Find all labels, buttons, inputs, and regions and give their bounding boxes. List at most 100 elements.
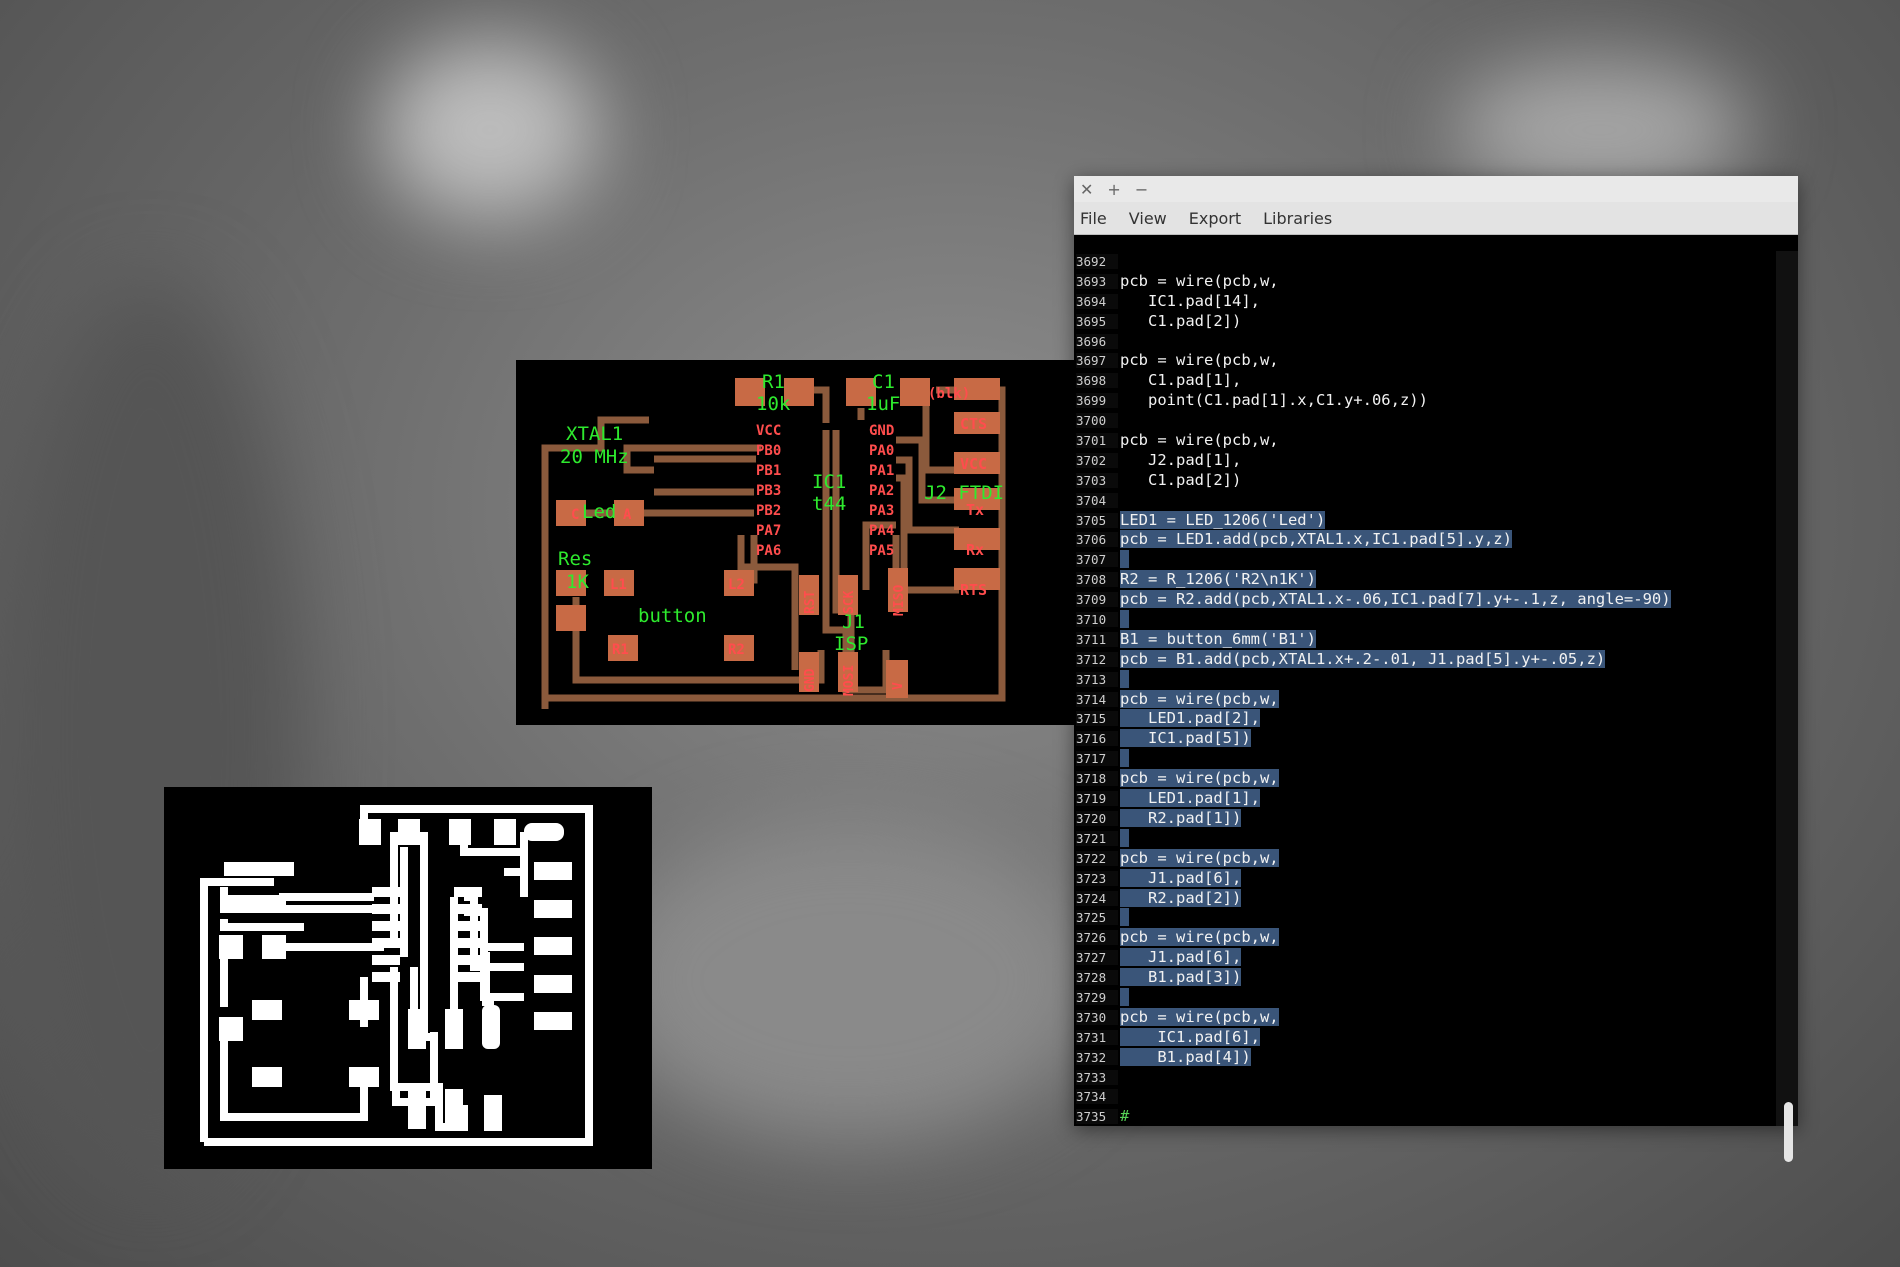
pads xyxy=(556,378,1000,698)
code-line[interactable]: 3720 R2.pad[1]) xyxy=(1074,808,1776,828)
code-text: C1.pad[2]) xyxy=(1120,470,1242,489)
code-line[interactable]: 3732 B1.pad[4]) xyxy=(1074,1047,1776,1067)
ic-pin-label: PB3 xyxy=(756,483,781,499)
code-text: B1 = button_6mm('B1') xyxy=(1120,629,1316,648)
pad-label: L1 xyxy=(610,577,627,593)
code-line[interactable]: 3707 xyxy=(1074,549,1776,569)
code-text: pcb = wire(pcb,w, xyxy=(1120,431,1279,450)
line-number: 3719 xyxy=(1076,791,1118,807)
code-text xyxy=(1120,669,1130,688)
code-line[interactable]: 3703 C1.pad[2]) xyxy=(1074,470,1776,490)
code-line[interactable]: 3733 xyxy=(1074,1067,1776,1087)
line-number: 3724 xyxy=(1076,890,1118,906)
mask-traces xyxy=(200,805,593,1146)
mask-pad xyxy=(445,1009,463,1049)
line-number: 3722 xyxy=(1076,850,1118,866)
line-number: 3705 xyxy=(1076,512,1118,528)
code-line[interactable]: 3727 J1.pad[6], xyxy=(1074,947,1776,967)
component-labels: R1 10k C1 1uF XTAL1 20 MHz IC1 t44 J2 FT… xyxy=(558,371,1004,655)
line-number: 3702 xyxy=(1076,452,1118,468)
line-number: 3712 xyxy=(1076,651,1118,667)
mask-pad xyxy=(219,935,243,959)
ic-pin-label: VCC xyxy=(756,423,781,439)
code-line[interactable]: 3710 xyxy=(1074,609,1776,629)
code-line[interactable]: 3695 C1.pad[2]) xyxy=(1074,311,1776,331)
code-text: LED1.pad[2], xyxy=(1120,709,1260,728)
code-line[interactable]: 3735# xyxy=(1074,1106,1776,1126)
mask-pad xyxy=(408,1089,426,1129)
code-line[interactable]: 3716 IC1.pad[5]) xyxy=(1074,728,1776,748)
code-line[interactable]: 3725 xyxy=(1074,907,1776,927)
code-line[interactable]: 3696 xyxy=(1074,331,1776,351)
line-number: 3707 xyxy=(1076,552,1118,568)
pad xyxy=(846,378,876,406)
code-line[interactable]: 3702 J2.pad[1], xyxy=(1074,450,1776,470)
pcb-traces-mask xyxy=(164,787,652,1169)
mask-pad xyxy=(372,921,400,931)
code-line[interactable]: 3692 xyxy=(1074,251,1776,271)
code-line[interactable]: 3724 R2.pad[2]) xyxy=(1074,888,1776,908)
mask-pad xyxy=(372,938,400,948)
code-text: R2 = R_1206('R2\n1K') xyxy=(1120,570,1316,589)
code-line[interactable]: 3723 J1.pad[6], xyxy=(1074,868,1776,888)
mask-pads xyxy=(219,819,572,1131)
mask-pad xyxy=(252,1067,282,1087)
code-line[interactable]: 3719 LED1.pad[1], xyxy=(1074,788,1776,808)
pad xyxy=(886,660,908,698)
pad xyxy=(954,412,1000,434)
scrollbar-thumb[interactable] xyxy=(1784,1102,1793,1162)
maximize-window-button[interactable]: + xyxy=(1107,179,1121,199)
mask-trace xyxy=(220,887,384,913)
code-text: pcb = wire(pcb,w, xyxy=(1120,689,1279,708)
menu-view[interactable]: View xyxy=(1128,208,1167,228)
pad-label: (blk) xyxy=(928,386,970,402)
code-line[interactable]: 3700 xyxy=(1074,410,1776,430)
code-line[interactable]: 3698 C1.pad[1], xyxy=(1074,370,1776,390)
line-number: 3721 xyxy=(1076,830,1118,846)
code-line[interactable]: 3704 xyxy=(1074,490,1776,510)
code-line[interactable]: 3694 IC1.pad[14], xyxy=(1074,291,1776,311)
code-line[interactable]: 3717 xyxy=(1074,748,1776,768)
menu-libraries[interactable]: Libraries xyxy=(1263,208,1333,228)
menu-file[interactable]: File xyxy=(1080,208,1107,228)
code-line[interactable]: 3713 xyxy=(1074,669,1776,689)
code-line[interactable]: 3734 xyxy=(1074,1086,1776,1106)
mask-trace xyxy=(220,919,304,931)
code-line[interactable]: 3731 IC1.pad[6], xyxy=(1074,1027,1776,1047)
vertical-scrollbar[interactable] xyxy=(1776,251,1798,1162)
code-line[interactable]: 3699 point(C1.pad[1].x,C1.y+.06,z)) xyxy=(1074,390,1776,410)
menu-export[interactable]: Export xyxy=(1188,208,1242,228)
code-line[interactable]: 3728 B1.pad[3]) xyxy=(1074,967,1776,987)
close-window-button[interactable]: ✕ xyxy=(1080,179,1094,199)
line-number: 3699 xyxy=(1076,393,1118,409)
trace xyxy=(922,405,959,474)
ic-pin-label: PA5 xyxy=(869,543,894,559)
line-number: 3728 xyxy=(1076,970,1118,986)
line-number: 3718 xyxy=(1076,771,1118,787)
line-number: 3704 xyxy=(1076,492,1118,508)
code-text: IC1.pad[5]) xyxy=(1120,729,1251,748)
code-line[interactable]: 3715 LED1.pad[2], xyxy=(1074,708,1776,728)
code-text xyxy=(1120,749,1130,768)
code-line[interactable]: 3729 xyxy=(1074,987,1776,1007)
minimize-window-button[interactable]: − xyxy=(1134,179,1149,199)
pad xyxy=(954,378,1000,400)
line-number: 3733 xyxy=(1076,1069,1118,1085)
code-line[interactable]: 3721 xyxy=(1074,828,1776,848)
line-number: 3732 xyxy=(1076,1049,1118,1065)
